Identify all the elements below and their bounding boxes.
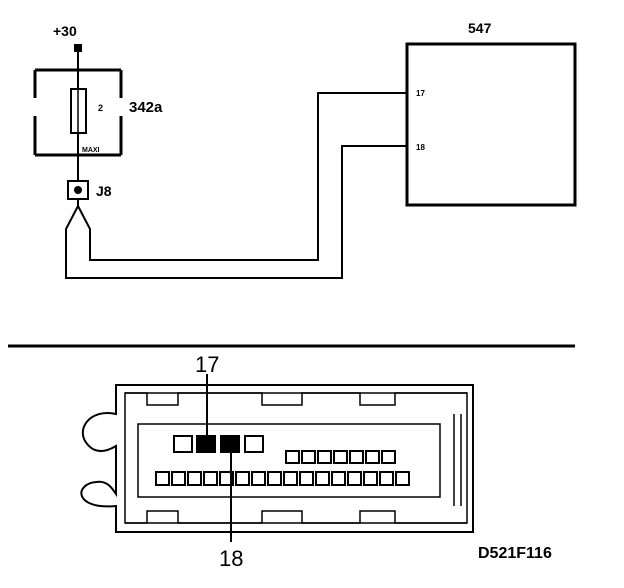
pin-17 — [196, 435, 216, 453]
wire-to-pin-18 — [65, 145, 407, 279]
callout-17-label: 17 — [195, 352, 219, 377]
connector-housing — [80, 384, 474, 533]
ecu-pin-18-label: 18 — [416, 143, 425, 152]
ecu-label: 547 — [468, 20, 492, 36]
fuse-type-label: MAXI — [82, 147, 100, 154]
fuse-number: 2 — [98, 103, 103, 113]
supply-terminal — [74, 44, 82, 52]
callout-18-label: 18 — [219, 546, 243, 571]
pin — [173, 435, 193, 453]
supply-label: +30 — [53, 23, 77, 39]
junction-node — [74, 186, 82, 194]
wire-to-pin-17 — [77, 92, 407, 261]
connector-view — [80, 374, 474, 542]
figure-code: D521F116 — [478, 545, 552, 562]
ecu-pin-17-label: 17 — [416, 89, 425, 98]
fuse-box-label: 342a — [129, 99, 163, 116]
pin-row-upper-right — [285, 450, 396, 464]
pin — [244, 435, 264, 453]
connector-keying-bottom — [125, 510, 467, 524]
connector-inner-frame — [124, 392, 468, 524]
ecu-box — [405, 42, 577, 207]
pin-row-lower — [155, 471, 410, 486]
side-latch — [453, 414, 462, 506]
connector-keying — [125, 392, 467, 406]
junction-label: J8 — [96, 183, 112, 199]
schematic: +30 2 342a MAXI J8 547 17 18 — [33, 20, 577, 279]
pin-cavity — [137, 423, 441, 498]
pin-18 — [220, 435, 240, 453]
